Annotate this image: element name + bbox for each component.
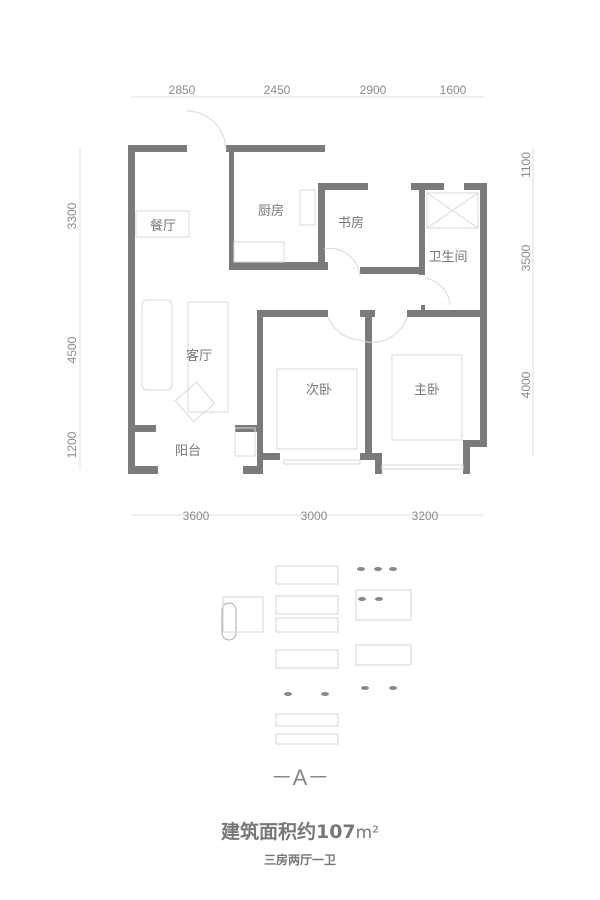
room-kitchen: 厨房 xyxy=(258,203,284,219)
room-dining: 餐厅 xyxy=(150,218,176,234)
room-master-bedroom: 主卧 xyxy=(414,383,440,398)
dim-top-3: 2900 xyxy=(360,83,387,97)
room-balcony: 阳台 xyxy=(175,444,201,459)
dim-bottom-3: 3200 xyxy=(412,509,439,523)
room-living: 客厅 xyxy=(186,348,212,364)
dimensions-right: 1100 3500 4000 xyxy=(519,152,533,399)
dim-right-3: 4000 xyxy=(519,371,533,398)
room-second-bedroom: 次卧 xyxy=(306,382,332,398)
dim-right-2: 3500 xyxy=(519,244,533,271)
dim-bottom-1: 3600 xyxy=(183,509,210,523)
room-labels: 餐厅 厨房 书房 卫生间 客厅 次卧 主卧 阳台 xyxy=(150,203,468,459)
area-heading: 建筑面积约107m² xyxy=(0,817,600,844)
dim-left-1: 3300 xyxy=(65,202,79,229)
dimensions-top: 2850 2450 2900 1600 xyxy=(169,83,467,97)
dim-right-1: 1100 xyxy=(519,152,533,178)
dimension-lines xyxy=(79,96,534,516)
dimensions-bottom: 3600 3000 3200 xyxy=(183,509,439,523)
dim-top-1: 2850 xyxy=(169,83,196,97)
dim-top-2: 2450 xyxy=(264,83,291,97)
dimensions-left: 3300 4500 1200 xyxy=(65,202,79,458)
dim-left-2: 4500 xyxy=(65,336,79,363)
room-bathroom: 卫生间 xyxy=(428,250,467,265)
site-key-plan xyxy=(221,565,412,745)
area-unit: m² xyxy=(355,823,380,843)
unit-label: －A－ xyxy=(270,765,330,790)
dim-bottom-2: 3000 xyxy=(301,509,328,523)
area-text: 建筑面积约107 xyxy=(220,821,356,843)
walls xyxy=(128,145,487,474)
dim-top-4: 1600 xyxy=(440,83,467,97)
dim-left-3: 1200 xyxy=(65,431,79,458)
site-trees xyxy=(284,567,397,696)
furniture xyxy=(135,110,479,470)
room-study: 书房 xyxy=(338,215,364,231)
layout-type: 三房两厅一卫 xyxy=(263,853,336,867)
